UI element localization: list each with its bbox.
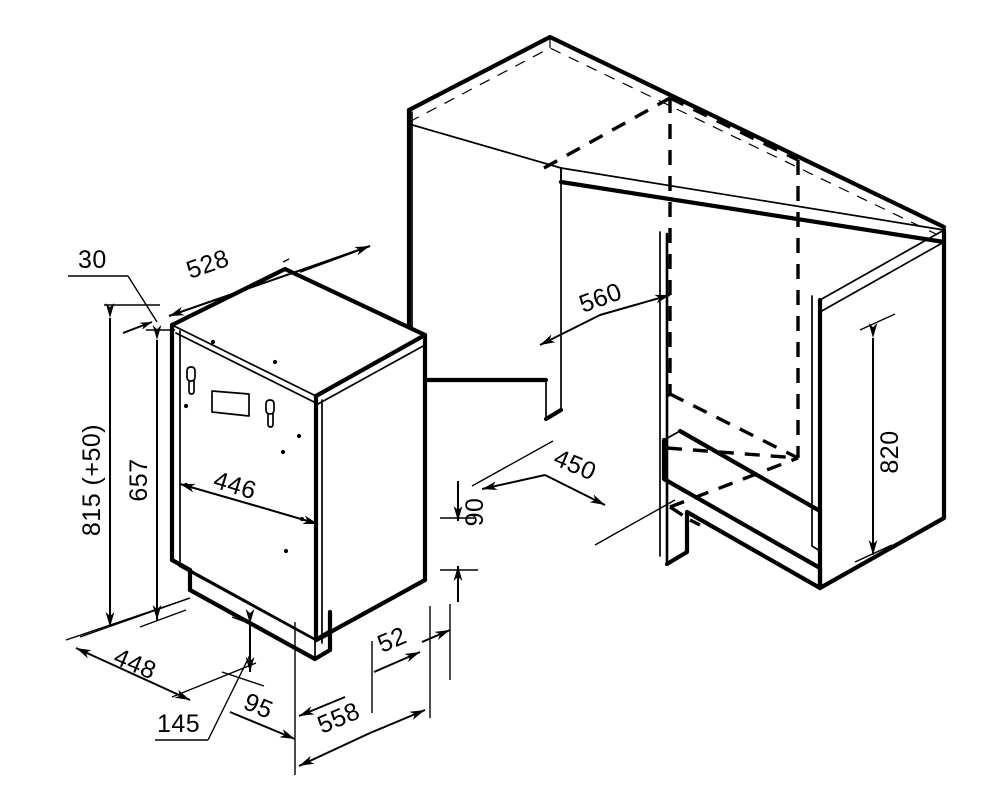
dim-145: 145: [155, 654, 251, 741]
cabinet-back-top-edge: [558, 179, 947, 245]
dim-450: 450: [471, 440, 676, 546]
cabinet-right-side-panel: [817, 227, 947, 591]
dim-label-528: 528: [183, 244, 233, 285]
dim-label-657: 657: [125, 458, 153, 501]
cabinet-niche-group: [406, 34, 947, 591]
dishwasher-display-window: [211, 390, 250, 417]
dim-657: 657: [125, 325, 187, 628]
screw-dot: [283, 548, 289, 554]
dim-label-448: 448: [110, 643, 161, 686]
door-hook-icon-2: [265, 399, 275, 428]
dim-90: 90: [440, 481, 489, 602]
dim-30: 30: [68, 246, 158, 334]
screw-dot: [183, 403, 189, 409]
screw-dot: [296, 433, 302, 439]
dim-label-52: 52: [373, 621, 410, 658]
dim-label-558: 558: [313, 697, 364, 740]
dishwasher-group: [169, 266, 428, 662]
screw-dot: [280, 449, 286, 455]
dim-815: 815 (+50): [78, 303, 191, 638]
dim-448: 448: [65, 597, 257, 701]
screw-dot: [272, 359, 278, 365]
dim-label-90: 90: [461, 498, 489, 527]
dim-label-30: 30: [78, 246, 107, 274]
dim-820: 820: [854, 313, 904, 563]
cabinet-inner-floor-edge: [664, 509, 690, 567]
dim-95-run: [229, 696, 346, 740]
cabinet-top-hidden-edges: [408, 47, 937, 235]
dim-label-815: 815 (+50): [78, 424, 106, 536]
dim-label-820: 820: [876, 430, 904, 473]
dim-52: 52: [371, 604, 451, 713]
screw-dot: [210, 339, 216, 345]
door-hook-icon: [186, 366, 196, 395]
dim-label-145: 145: [157, 710, 200, 738]
niche-hidden-outline: [543, 96, 800, 522]
dim-label-450: 450: [550, 444, 601, 487]
